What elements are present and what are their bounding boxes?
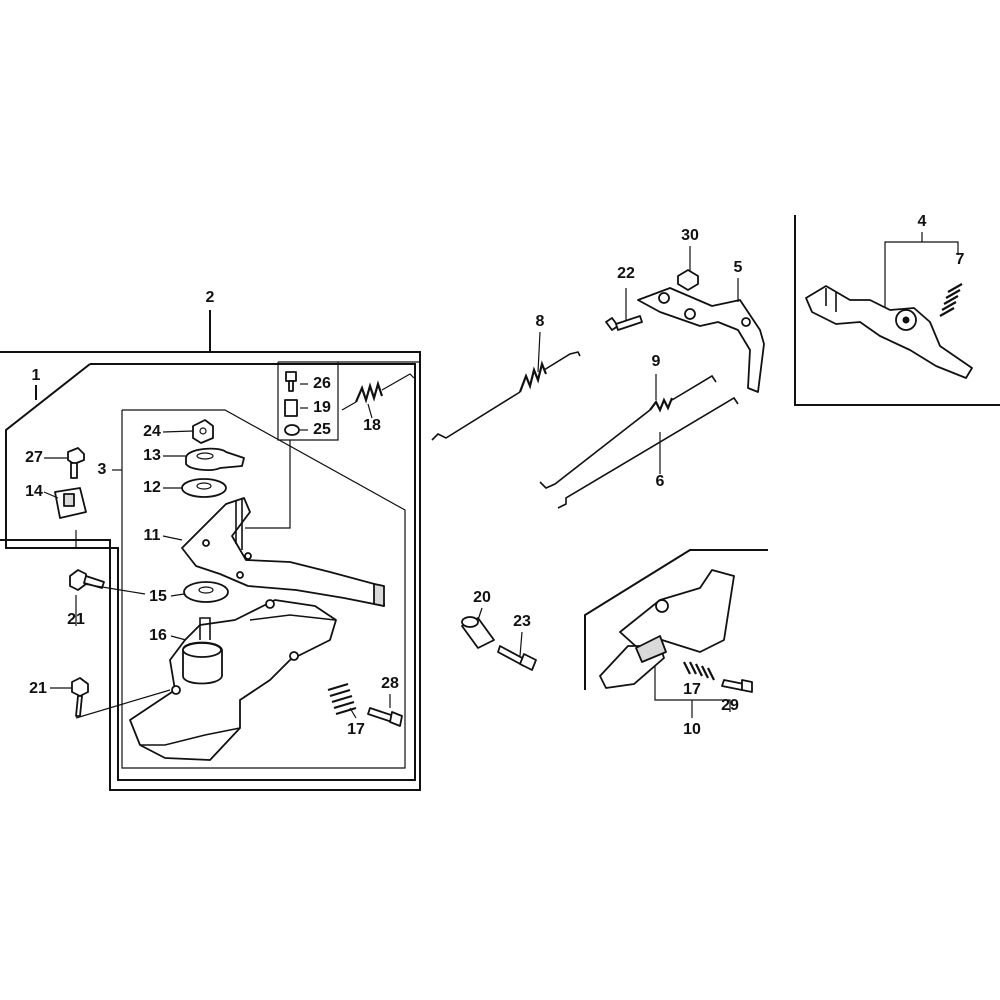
bolt-21-lower xyxy=(71,677,89,717)
callout-12: 12 xyxy=(143,479,161,496)
leader-lines xyxy=(43,246,739,719)
nut-30 xyxy=(677,269,699,291)
callout-27: 27 xyxy=(25,449,43,466)
assembly-1-frame xyxy=(5,363,416,781)
small-bolt-26 xyxy=(285,371,297,392)
spring-18 xyxy=(341,373,415,411)
callout-29: 29 xyxy=(721,697,739,714)
lever-assembly-4 xyxy=(805,285,973,379)
bracket-5 xyxy=(637,287,765,393)
control-base-plate xyxy=(129,599,337,761)
washer-15 xyxy=(183,581,229,603)
control-lever-assembly-10 xyxy=(599,569,735,689)
nut-24 xyxy=(192,419,214,444)
callout-13: 13 xyxy=(143,447,161,464)
bolt-22 xyxy=(605,315,643,331)
callout-10: 10 xyxy=(683,721,701,738)
washer-12 xyxy=(181,478,227,498)
assembly-10-frame xyxy=(584,549,768,718)
assembly-2-frame xyxy=(0,310,421,791)
callout-16: 16 xyxy=(149,627,167,644)
screw-28 xyxy=(367,707,403,727)
callout-1: 1 xyxy=(32,367,41,384)
collar-20 xyxy=(461,616,495,649)
callout-28: 28 xyxy=(381,675,399,692)
callout-17-left: 17 xyxy=(347,721,365,738)
nut-14 xyxy=(54,487,87,519)
assembly-3-frame xyxy=(112,409,406,769)
callout-2: 2 xyxy=(206,289,215,306)
callout-18: 18 xyxy=(363,417,381,434)
rod-8 xyxy=(431,351,581,441)
callout-5: 5 xyxy=(734,259,743,276)
callout-labels: 1 2 3 4 5 6 7 8 9 10 11 12 13 14 15 16 1… xyxy=(25,213,964,738)
spring-7 xyxy=(939,283,963,317)
callout-25: 25 xyxy=(313,421,331,438)
collar-19 xyxy=(284,399,298,417)
clip-25 xyxy=(284,424,300,436)
callout-7: 7 xyxy=(956,251,965,268)
callout-24: 24 xyxy=(143,423,161,440)
screw-29 xyxy=(721,679,753,693)
callout-26: 26 xyxy=(313,375,331,392)
callout-19: 19 xyxy=(313,399,331,416)
assembly-4-frame xyxy=(794,215,1000,406)
callout-3: 3 xyxy=(98,461,107,478)
callout-23: 23 xyxy=(513,613,531,630)
callout-11: 11 xyxy=(144,527,161,544)
bolt-21-upper xyxy=(69,569,105,591)
callout-21-lower: 21 xyxy=(29,680,47,697)
callout-4: 4 xyxy=(918,213,927,230)
callout-30: 30 xyxy=(681,227,699,244)
bolt-27 xyxy=(67,447,85,479)
callout-20: 20 xyxy=(473,589,491,606)
callout-14: 14 xyxy=(25,483,43,500)
callout-6: 6 xyxy=(656,473,665,490)
lever-13 xyxy=(185,447,245,471)
callout-9: 9 xyxy=(652,353,661,370)
callout-8: 8 xyxy=(536,313,545,330)
rod-6 xyxy=(557,396,739,509)
callout-15: 15 xyxy=(149,588,167,605)
spring-17-right xyxy=(683,661,715,681)
small-parts-box xyxy=(245,361,420,529)
rod-9 xyxy=(539,374,717,489)
callout-17-right: 17 xyxy=(683,681,701,698)
callout-21-upper: 21 xyxy=(67,611,85,628)
governor-arm xyxy=(181,497,385,607)
spring-17-left xyxy=(327,682,357,716)
callout-22: 22 xyxy=(617,265,635,282)
screw-23 xyxy=(497,645,537,671)
